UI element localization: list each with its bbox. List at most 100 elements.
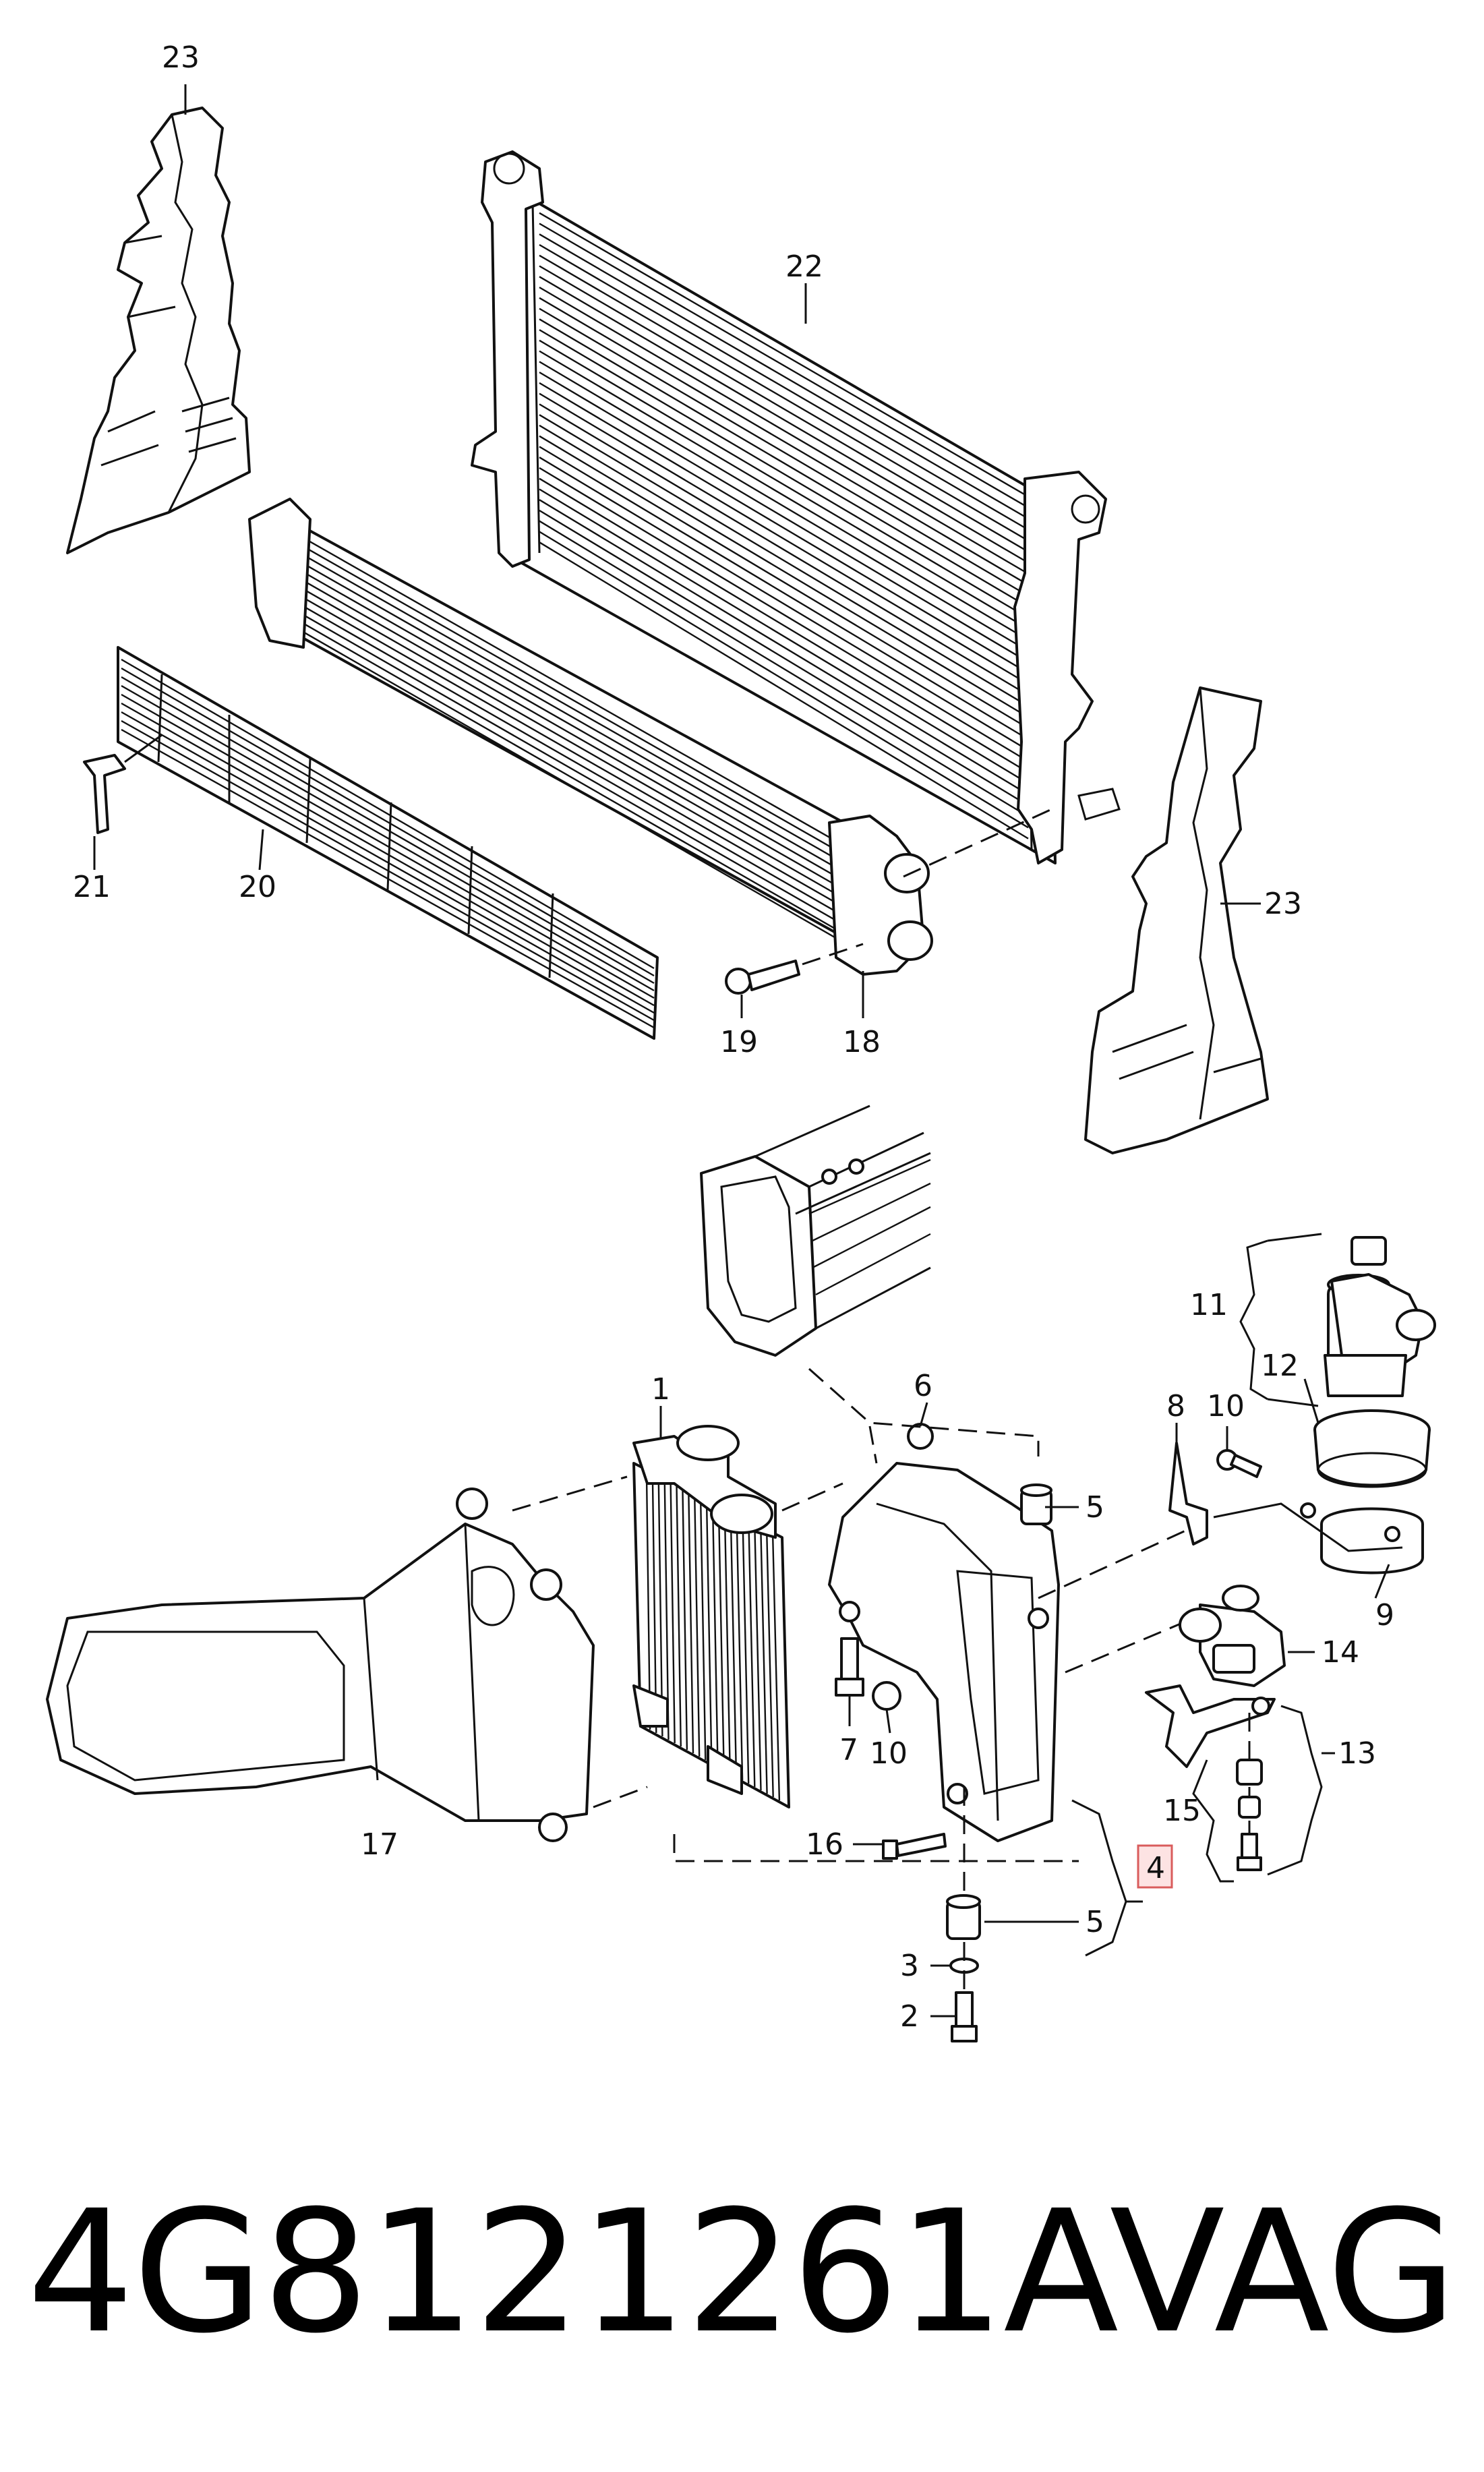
rad22-fins-line [539,382,1029,674]
clamp-9 [1213,1502,1424,1575]
rad22-fins-line [539,297,1029,586]
water-pump-11 [1324,1236,1436,1397]
rad22-fins-line [539,403,1029,696]
aux-fins-line [766,1531,774,1798]
aux-fins-line [754,1525,762,1791]
aux-fins-line [694,1494,701,1757]
aux-fins-line [682,1488,688,1750]
callout-22: 22 [785,249,823,284]
aux-fins-line [651,1473,657,1734]
callout-23-right: 23 [1264,887,1302,921]
callout-15: 15 [1163,1794,1201,1828]
rad22-fins-line [539,424,1029,718]
callout-16: 16 [806,1827,843,1862]
crossmember [700,1105,931,1357]
rad22-fins-line [539,276,1029,564]
radiator [471,150,1121,864]
callout-10-upper: 10 [1207,1389,1245,1423]
aux-fins-line [663,1479,670,1740]
brand-name: VAG [1109,2174,1457,2370]
callout-18: 18 [843,1025,881,1059]
callout-labels: 23 22 21 20 19 18 23 1 6 5 7 10 16 17 5 … [73,40,1394,2034]
cac-fins-line [303,580,843,890]
callout-4: 4 [1146,1851,1165,1885]
rubber-mount-5-top [1020,1483,1052,1525]
cac-fins-line [303,631,843,943]
aux-fins-line [736,1515,744,1781]
rad22-fins-line [539,372,1029,663]
rad22-fins-line [539,307,1029,597]
aux-fins-line [711,1503,719,1767]
highlight-box-4 [1137,1844,1173,1889]
rad22-fins-line [539,361,1029,652]
cac-fins-line [303,546,843,855]
seal-ring-12 [1313,1409,1431,1488]
callout-11: 11 [1190,1288,1228,1322]
bracket-4 [828,1462,1060,1842]
rad22-fins-line [539,339,1029,630]
cac-fins-line [303,622,843,934]
callout-23-top: 23 [162,40,200,75]
aux-fins-line [699,1497,707,1761]
rad22-fins-line [539,223,1029,508]
aux-fins-line [688,1491,694,1754]
charge-air-cooler [248,498,933,976]
bolt-2 [951,1991,978,2042]
rad22-fins-line [539,254,1029,541]
aux-fins-line [705,1500,713,1764]
callout-9: 9 [1375,1598,1394,1632]
nut-10-bracket [872,1681,901,1711]
rad22-fins-line [539,329,1029,619]
bracket-13 [1145,1684,1276,1768]
cac-fins-line [303,571,843,881]
bolt-7 [835,1637,864,1697]
rad22-fins-line [539,233,1029,520]
grille-lines-line [121,693,655,999]
rad22-fins-line [539,287,1029,575]
bracket-8 [1168,1442,1208,1546]
bolt-16 [882,1833,947,1860]
aux-fins-line [645,1469,651,1730]
cac-fins-line [303,537,843,846]
callout-3: 3 [900,1949,919,1983]
callout-7: 7 [839,1733,858,1767]
auxiliary-cooler [632,1425,790,1808]
rad22-fins-line [539,499,1029,796]
callout-8: 8 [1166,1389,1185,1423]
rad22-fins-line [539,414,1029,707]
grille-lines-line [121,676,655,984]
grille-lines-line [121,667,655,977]
cac-fins-line [303,614,843,925]
rad22-fins-line [539,243,1029,531]
callout-5-upper: 5 [1086,1490,1104,1525]
grille-lines-line [121,658,655,970]
rad22-fins-line [539,531,1029,829]
rad22-fins-line [539,350,1029,641]
leader-lines [93,84,1390,2018]
cac-fins-line [303,554,843,864]
cac-fins-line [303,562,843,873]
callout-19: 19 [720,1025,758,1059]
callout-10-bracket: 10 [870,1736,908,1771]
aux-fins-line [676,1485,682,1747]
air-duct [46,1488,595,1842]
grommet-13-upper [1236,1759,1263,1786]
air-guide-right [1084,686,1269,1154]
pump-14 [1179,1585,1286,1687]
callout-1: 1 [651,1372,670,1407]
callout-5-lower: 5 [1086,1905,1104,1939]
callout-2: 2 [900,1999,919,2034]
aux-fins-line [730,1512,738,1777]
rad22-fins-line [539,457,1029,751]
aux-fins-line [670,1481,676,1744]
rad22-fins-line [539,318,1029,608]
cac-fins-line [303,588,843,899]
rad22-fins-line [539,435,1029,730]
grille-lines-line [121,684,655,992]
rad22-fins-line [539,446,1029,740]
callout-14: 14 [1322,1635,1359,1670]
rad22-fins-line [539,477,1029,773]
aux-fins-line [771,1534,781,1801]
callout-12: 12 [1261,1349,1299,1383]
grille-panel [117,646,659,1040]
